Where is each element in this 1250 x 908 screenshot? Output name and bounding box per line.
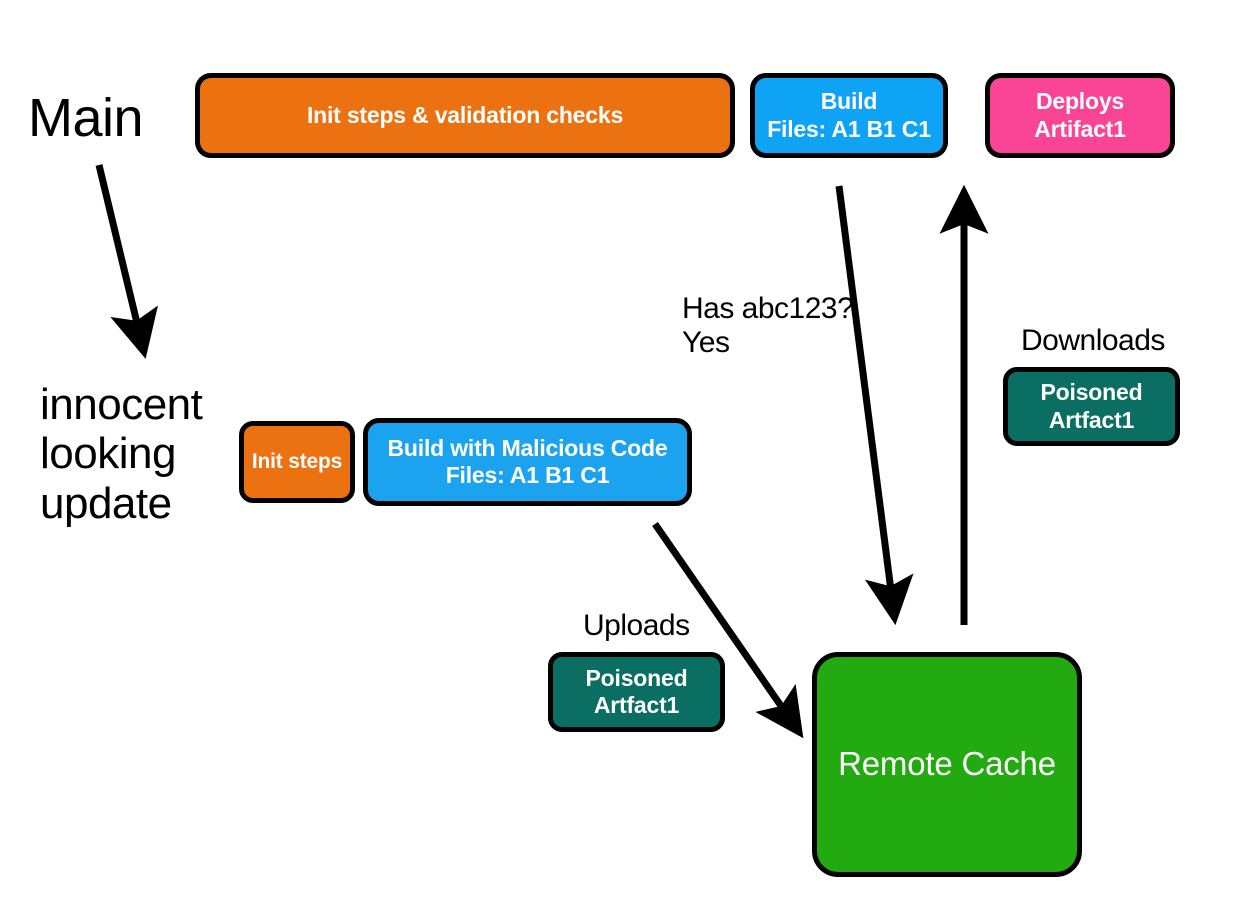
node-poisoned-artifact-uploaded[interactable]: Poisoned Artfact1	[548, 652, 725, 732]
node-poisoned-artifact-downloaded[interactable]: Poisoned Artfact1	[1003, 367, 1180, 446]
node-init-steps-validation-checks[interactable]: Init steps & validation checks	[195, 73, 735, 158]
arrow-build-to-cache	[835, 185, 914, 626]
node-build-with-malicious-code[interactable]: Build with Malicious Code Files: A1 B1 C…	[363, 418, 692, 506]
node-init-steps[interactable]: Init steps	[239, 421, 355, 503]
node-deploys-artifact[interactable]: Deploys Artifact1	[985, 73, 1175, 158]
node-build-main[interactable]: Build Files: A1 B1 C1	[750, 73, 948, 158]
lane-label-feature-branch: innocent looking update	[40, 380, 203, 528]
node-remote-cache[interactable]: Remote Cache	[812, 652, 1082, 877]
arrow-main-to-feature	[95, 164, 158, 359]
edge-label-downloads: Downloads	[1021, 324, 1165, 357]
edge-label-uploads: Uploads	[583, 609, 690, 642]
edge-label-cache-query: Has abc123? Yes	[682, 292, 854, 359]
lane-label-main: Main	[28, 88, 144, 148]
